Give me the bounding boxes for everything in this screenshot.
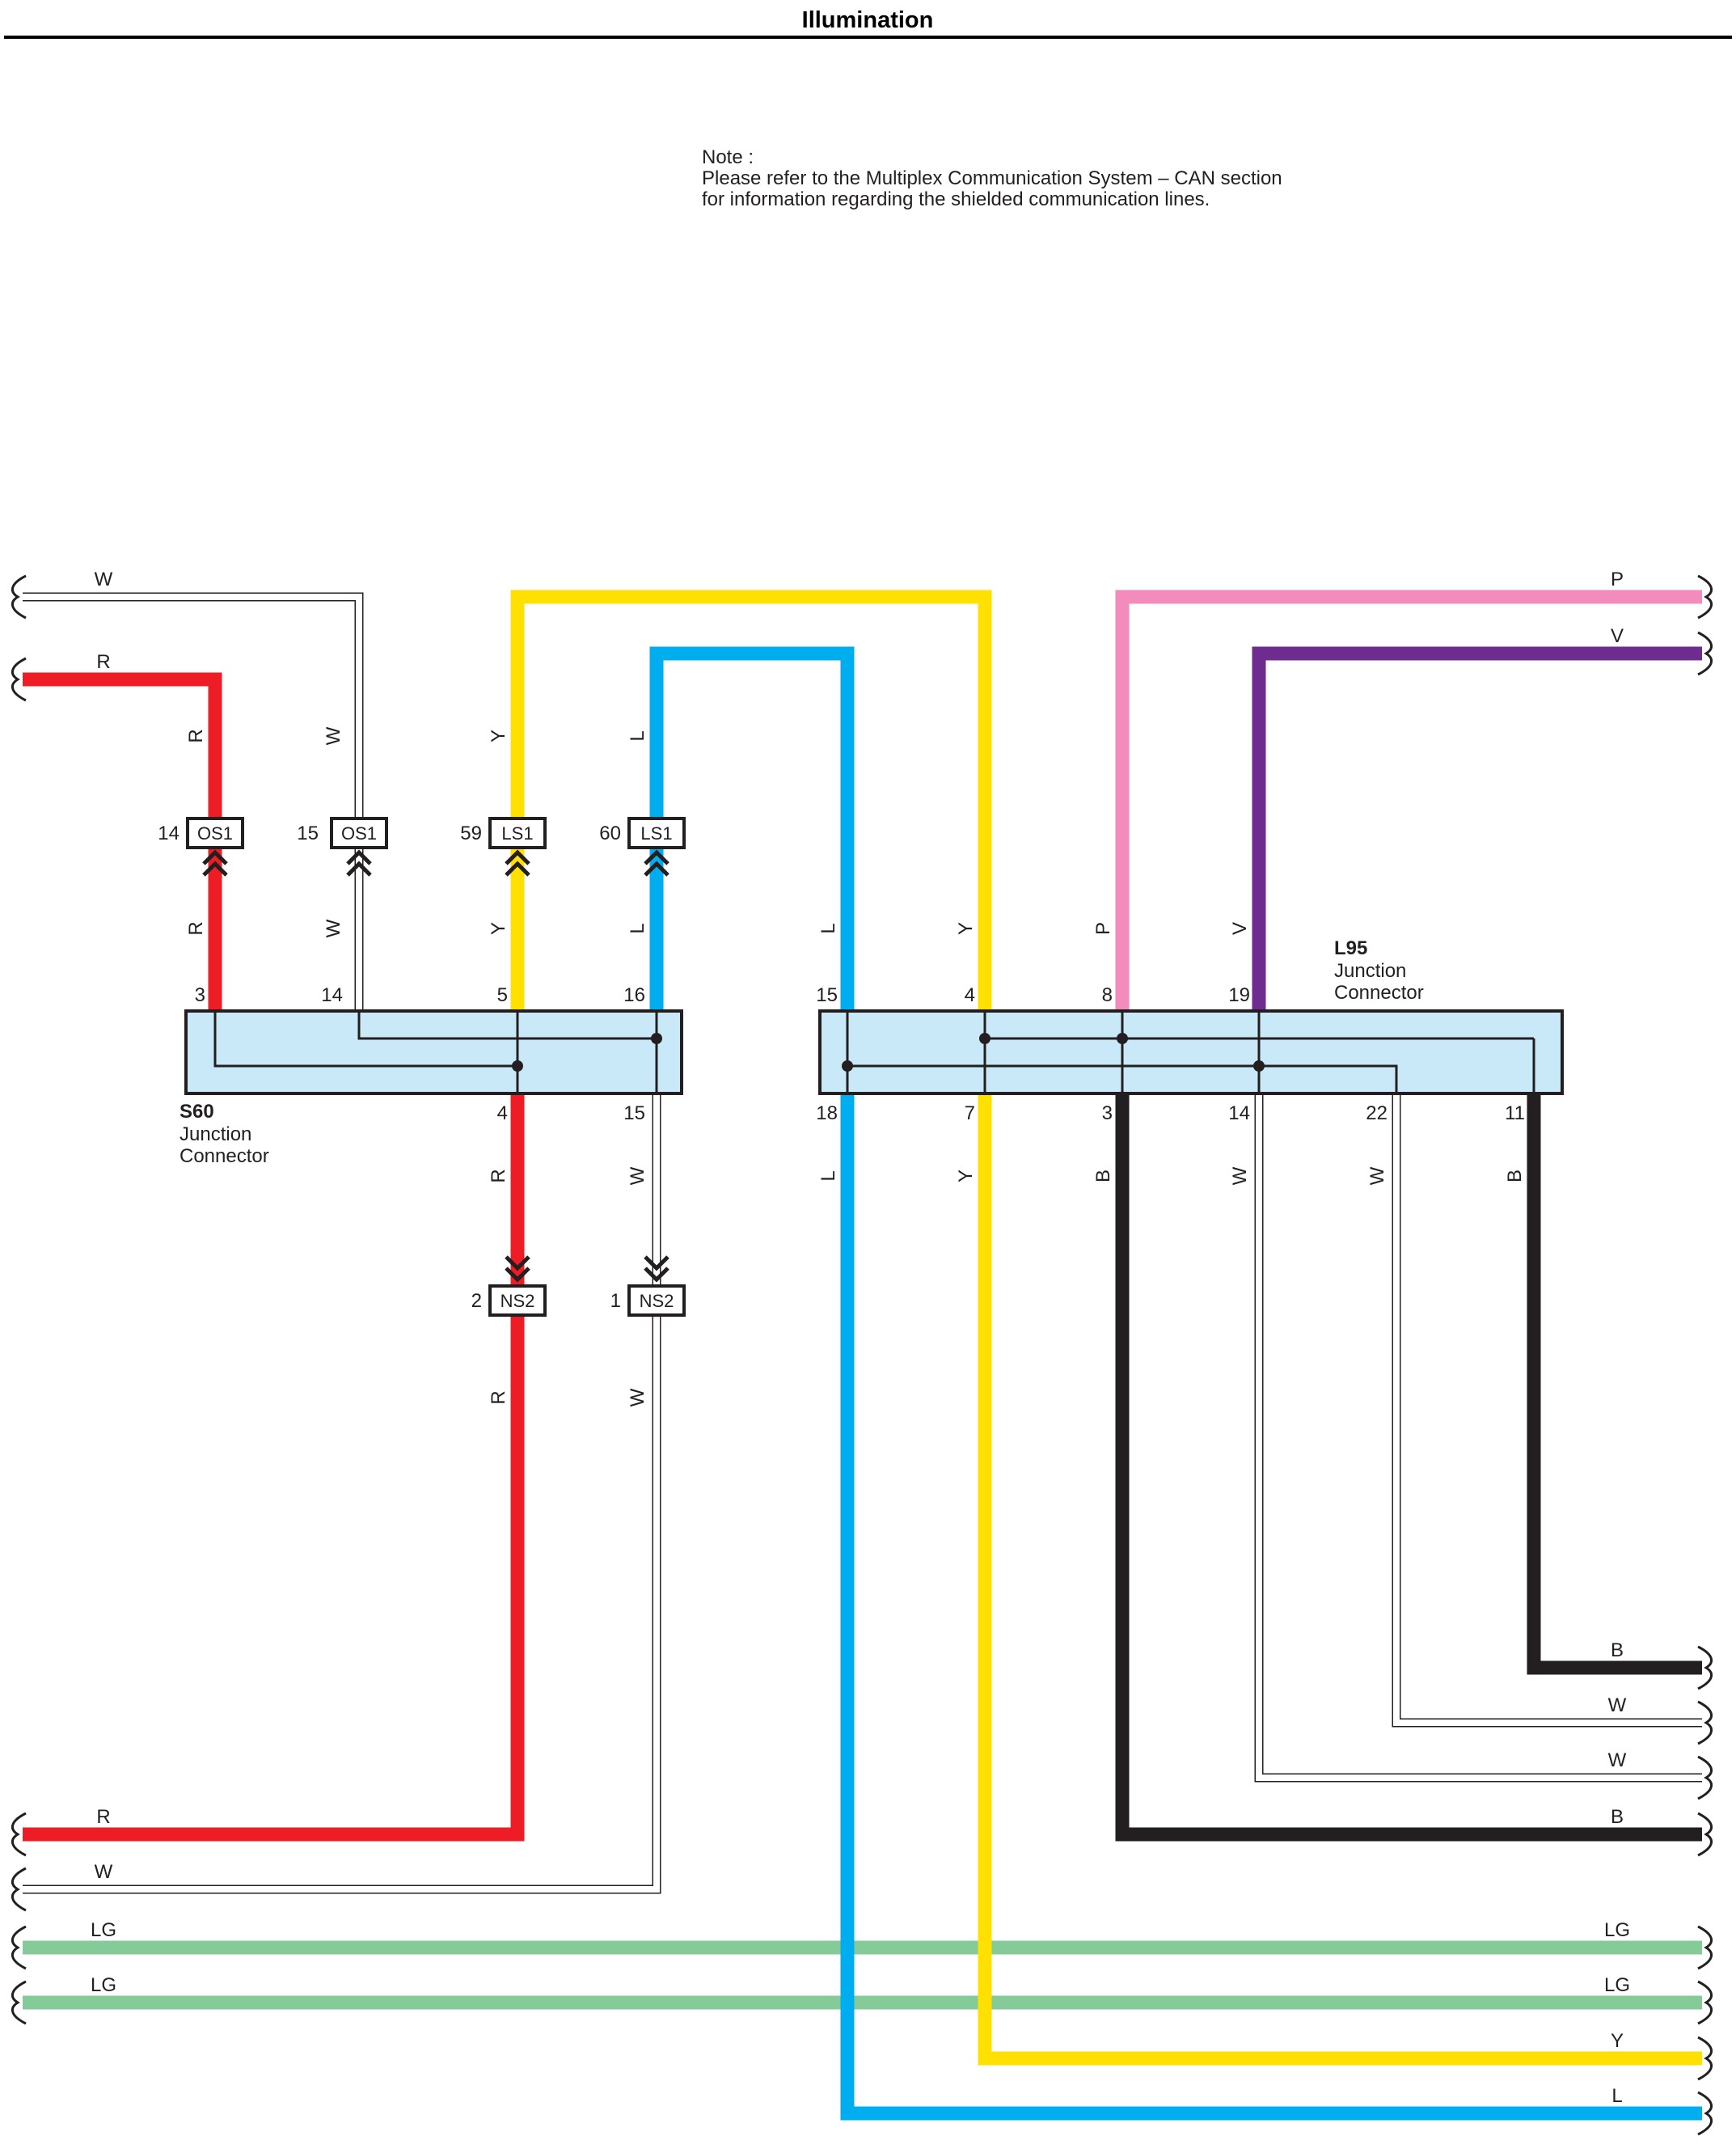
wire-label-vertical: W	[1229, 1166, 1251, 1185]
s60-pin: 15	[623, 1102, 645, 1124]
wire-label-vertical: V	[1229, 922, 1251, 935]
note-line-1: Note :	[702, 146, 754, 168]
wire-label-vertical: W	[627, 1166, 648, 1185]
inline-connector-ls1-60: LS1 60	[599, 817, 686, 877]
wire-label: L	[1611, 2085, 1622, 2107]
l95-pin: 4	[965, 984, 975, 1006]
wire-l	[649, 646, 1702, 2121]
wire-b-l95-3	[1115, 1093, 1702, 1842]
s60-pin: 4	[497, 1102, 508, 1124]
note-block: Note : Please refer to the Multiplex Com…	[702, 146, 1282, 210]
s60-pin: 14	[321, 984, 343, 1006]
wire-label-vertical: R	[488, 1169, 509, 1182]
wire-label: LG	[1604, 1919, 1630, 1941]
wire-label-vertical: B	[1504, 1170, 1526, 1182]
inline-connector-name: LS1	[640, 823, 672, 844]
l95-pin: 3	[1102, 1102, 1113, 1124]
wire-w-os1-15	[23, 592, 364, 1011]
wire-label: V	[1611, 625, 1624, 647]
note-line-2: Please refer to the Multiplex Communicat…	[702, 167, 1282, 189]
wire-label-vertical: L	[627, 923, 648, 933]
inline-connector-os1-15: OS1 15	[297, 817, 388, 877]
l95-pin: 19	[1228, 984, 1250, 1006]
l95-pin: 11	[1505, 1102, 1525, 1124]
inline-connector-pin: 14	[158, 823, 180, 844]
l95-line2: Connector	[1334, 982, 1424, 1004]
inline-connector-name: LS1	[501, 823, 533, 844]
wire-label-vertical: R	[488, 1390, 509, 1404]
wire-b-l95-11	[1527, 1093, 1702, 1675]
wire-label-vertical: W	[627, 1388, 648, 1406]
l95-line1: Junction	[1334, 960, 1406, 982]
wire-w-l95-14	[1254, 1093, 1702, 1783]
wire-label: W	[95, 1861, 113, 1883]
wire-label-vertical: W	[1366, 1166, 1388, 1185]
wire-label: LG	[1604, 1974, 1630, 1996]
note-line-3: for information regarding the shielded c…	[702, 188, 1210, 210]
wire-r-s60-4-ns2	[23, 1093, 525, 1842]
l95-pin: 22	[1366, 1102, 1388, 1124]
wire-label: LG	[91, 1919, 116, 1941]
wire-label: W	[1608, 1694, 1627, 1716]
wire-label-vertical: Y	[488, 922, 509, 935]
l95-pin: 14	[1228, 1102, 1250, 1124]
wire-label: R	[96, 651, 110, 673]
s60-id: S60	[180, 1101, 214, 1123]
inline-connector-pin: 15	[297, 823, 319, 844]
wire-label-vertical: L	[817, 1170, 839, 1181]
inline-connector-pin: 60	[599, 823, 621, 844]
wire-break-marks	[11, 574, 1713, 2136]
inline-connector-pin: 59	[460, 823, 482, 844]
wire-label-vertical: L	[817, 923, 839, 933]
wire-w-s60-15-ns2	[23, 1093, 661, 1894]
wire-label: P	[1611, 569, 1624, 590]
wire-label: W	[1608, 1749, 1627, 1771]
s60-pin: 5	[497, 984, 508, 1006]
inline-connector-name: NS2	[640, 1291, 674, 1311]
l95-junction-connector	[818, 1009, 1564, 1095]
wire-p	[1115, 590, 1702, 1011]
wire-label: B	[1611, 1639, 1624, 1661]
wire-w-l95-22	[1392, 1093, 1702, 1728]
wire-r-os1-14	[23, 672, 222, 1011]
wire-v	[1252, 646, 1702, 1011]
inline-connector-pin: 1	[610, 1290, 621, 1312]
wire-label-vertical: Y	[955, 1170, 977, 1182]
wire-label-vertical: W	[323, 726, 344, 745]
wire-label: Y	[1611, 2030, 1624, 2052]
wire-label: LG	[91, 1974, 116, 1996]
wire-label-vertical: R	[185, 729, 207, 742]
s60-pin: 3	[195, 984, 205, 1006]
wire-label-vertical: W	[323, 919, 344, 937]
wire-label-vertical: L	[627, 730, 648, 741]
s60-line1: Junction	[180, 1123, 251, 1145]
wire-label: W	[95, 569, 113, 590]
inline-connector-name: OS1	[341, 823, 377, 844]
wire-label-vertical: P	[1092, 922, 1114, 935]
inline-connector-name: OS1	[197, 823, 233, 844]
inline-connector-ns2-1: NS2 1	[610, 1255, 686, 1317]
l95-id: L95	[1334, 937, 1367, 959]
wire-label-vertical: Y	[955, 922, 977, 935]
l95-pin: 7	[965, 1102, 975, 1124]
s60-junction-connector	[184, 1009, 683, 1095]
wire-label-vertical: Y	[488, 730, 509, 742]
l95-pin: 15	[816, 984, 838, 1006]
inline-connector-ns2-2: NS2 2	[471, 1255, 547, 1317]
wire-label-vertical: R	[185, 921, 207, 935]
inline-connector-os1-14: OS1 14	[158, 817, 244, 877]
wire-label: B	[1611, 1806, 1624, 1828]
inline-connector-name: NS2	[501, 1291, 535, 1311]
inline-connector-ls1-59: LS1 59	[460, 817, 547, 877]
wire-y	[510, 590, 1702, 2066]
s60-line2: Connector	[180, 1145, 269, 1167]
wire-label: R	[96, 1806, 110, 1828]
s60-pin: 16	[623, 984, 645, 1006]
inline-connector-pin: 2	[471, 1290, 482, 1312]
l95-pin: 18	[816, 1102, 838, 1124]
page-title: Illumination	[802, 7, 934, 33]
l95-pin: 8	[1102, 984, 1113, 1006]
wire-label-vertical: B	[1092, 1170, 1114, 1182]
